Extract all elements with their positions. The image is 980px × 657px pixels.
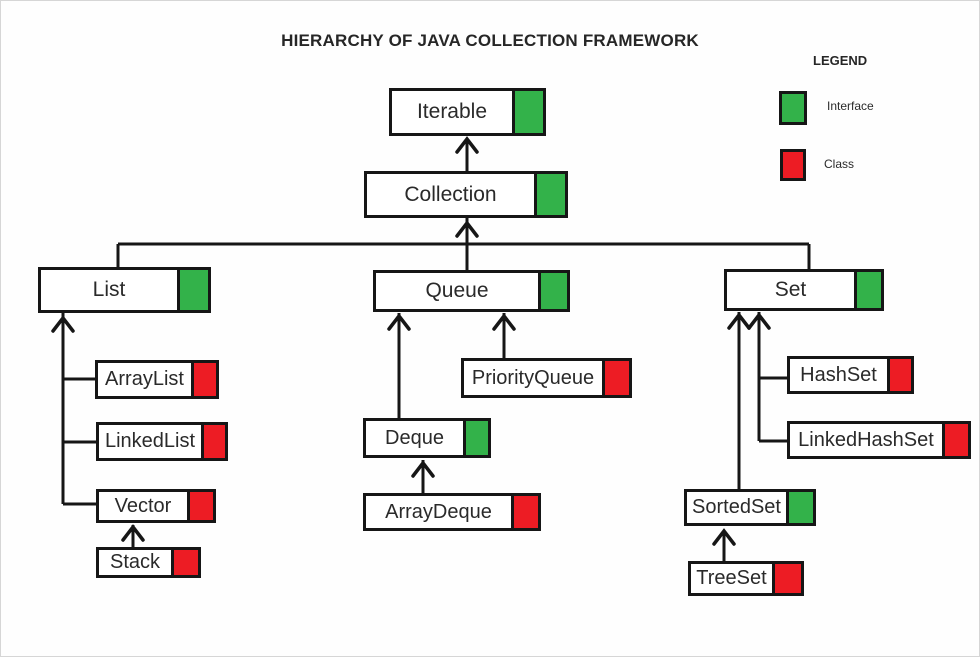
class-tab — [171, 550, 198, 575]
class-tab — [511, 496, 538, 528]
node-iterable-label: Iterable — [416, 100, 488, 123]
node-priorityqueue: PriorityQueue — [461, 358, 632, 398]
node-linkedhashset: LinkedHashSet — [787, 421, 971, 459]
interface-tab — [854, 272, 881, 308]
node-linkedhashset-label: LinkedHashSet — [798, 428, 934, 451]
node-treeset: TreeSet — [688, 561, 804, 596]
class-tab — [191, 363, 216, 396]
interface-tab — [177, 270, 208, 310]
node-arraydeque-label: ArrayDeque — [385, 500, 492, 523]
diagram-title: HIERARCHY OF JAVA COLLECTION FRAMEWORK — [281, 31, 699, 50]
class-tab — [772, 564, 801, 593]
class-tab — [942, 424, 968, 456]
node-sortedset-label: SortedSet — [692, 496, 781, 518]
class-swatch — [780, 149, 806, 181]
node-stack-label: Stack — [109, 551, 161, 573]
interface-tab — [534, 174, 565, 215]
node-priorityqueue-label: PriorityQueue — [471, 366, 595, 389]
node-collection: Collection — [364, 171, 568, 218]
interface-tab — [786, 492, 813, 523]
legend-label-interface: Interface — [827, 99, 874, 113]
node-iterable: Iterable — [389, 88, 546, 136]
interface-tab — [463, 421, 488, 455]
node-set-label: Set — [774, 278, 807, 301]
node-sortedset: SortedSet — [684, 489, 816, 526]
node-queue: Queue — [373, 270, 570, 312]
node-vector-label: Vector — [114, 494, 172, 517]
node-hashset: HashSet — [787, 356, 914, 394]
node-stack: Stack — [96, 547, 201, 578]
node-set: Set — [724, 269, 884, 311]
node-queue-label: Queue — [425, 279, 489, 302]
node-list-label: List — [92, 278, 126, 301]
class-tab — [887, 359, 911, 391]
class-tab — [187, 492, 213, 520]
interface-tab — [538, 273, 567, 309]
node-hashset-label: HashSet — [800, 363, 877, 386]
node-vector: Vector — [96, 489, 216, 523]
node-arraydeque: ArrayDeque — [363, 493, 541, 531]
node-treeset-label: TreeSet — [696, 567, 767, 589]
interface-tab — [512, 91, 543, 133]
node-arraylist: ArrayList — [95, 360, 219, 399]
node-linkedlist: LinkedList — [96, 422, 228, 461]
node-deque: Deque — [363, 418, 491, 458]
legend-label-class: Class — [824, 157, 855, 171]
node-deque-label: Deque — [385, 426, 444, 449]
node-list: List — [38, 267, 211, 313]
class-tab — [201, 425, 225, 458]
interface-swatch — [779, 91, 807, 125]
node-arraylist-label: ArrayList — [105, 368, 184, 390]
node-collection-label: Collection — [404, 182, 497, 206]
node-linkedlist-label: LinkedList — [104, 430, 196, 452]
class-tab — [602, 361, 629, 395]
legend-title: LEGEND — [813, 53, 868, 68]
